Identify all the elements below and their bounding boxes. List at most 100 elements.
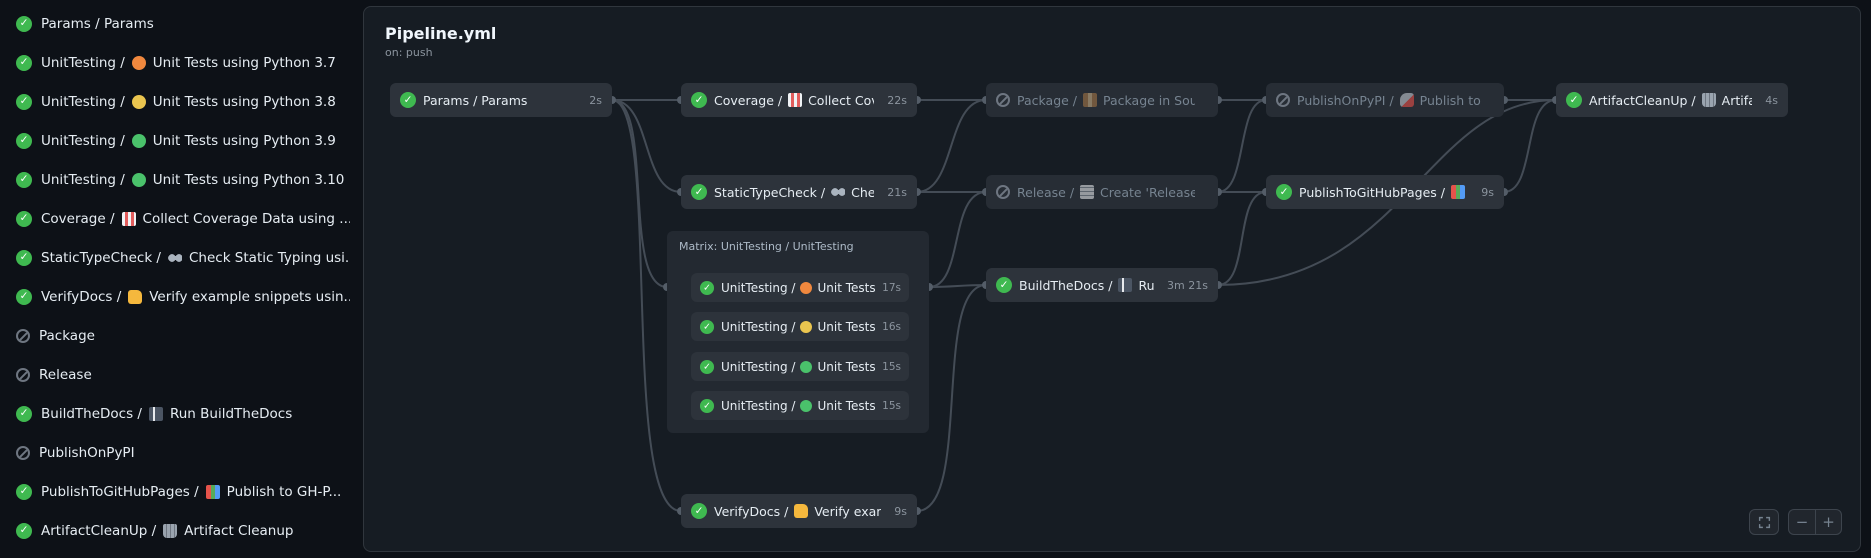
job-node-label: VerifyDocs /: [714, 503, 789, 519]
job-node-label: Release /: [1017, 184, 1075, 200]
success-status-icon: [1276, 184, 1292, 200]
zoom-in-button[interactable]: +: [1815, 509, 1842, 535]
sidebar-item-verifydocs[interactable]: VerifyDocs /Verify example snippets usin…: [0, 277, 360, 316]
job-label: Params / Params: [41, 15, 154, 32]
green-circle-icon: [800, 399, 813, 412]
thumbsup-icon: [128, 289, 143, 304]
rocket-icon: [1399, 93, 1414, 107]
sidebar-item-coverage[interactable]: Coverage /Collect Coverage Data using ..…: [0, 199, 360, 238]
job-node-release[interactable]: Release / Create 'Release Pa...: [986, 175, 1218, 209]
zoom-out-button[interactable]: −: [1788, 509, 1815, 535]
job-label: Package: [39, 327, 95, 344]
job-sublabel: Unit Tests using Python 3.10: [152, 171, 345, 188]
sidebar-item-publishtogithubpages[interactable]: PublishToGitHubPages /Publish to GH-P...: [0, 472, 360, 511]
job-sublabel: Artifact Cleanup: [184, 522, 294, 539]
success-status-icon: [400, 92, 416, 108]
job-node-package[interactable]: Package /Package in Source...: [986, 83, 1218, 117]
job-sublabel: Check Static Typing usi...: [188, 249, 350, 266]
job-label: UnitTesting /: [41, 171, 125, 188]
job-node-publishtogithubpages[interactable]: PublishToGitHubPages /P... 9s: [1266, 175, 1504, 209]
job-node-sublabel: Unit Tests u...: [817, 280, 876, 295]
fullscreen-button[interactable]: [1749, 509, 1779, 535]
job-sublabel: Publish to GH-P...: [226, 483, 342, 500]
job-node-sublabel: Create 'Release Pa...: [1100, 184, 1195, 200]
sidebar-item-unittesting-py310[interactable]: UnitTesting / Unit Tests using Python 3.1…: [0, 160, 360, 199]
workflow-title: Pipeline.yml: [385, 24, 497, 43]
job-node-sublabel: Unit Tests u...: [817, 359, 876, 374]
job-sublabel: Unit Tests using Python 3.9: [152, 132, 336, 149]
sidebar-item-publishonpypi[interactable]: PublishOnPyPI: [0, 433, 360, 472]
success-status-icon: [691, 184, 707, 200]
job-duration: 4s: [1765, 93, 1778, 107]
job-node-unittesting-py38[interactable]: UnitTesting /Unit Tests u... 16s: [691, 312, 909, 341]
job-node-statictypecheck[interactable]: StaticTypeCheck /Check ... 21s: [681, 175, 917, 209]
success-status-icon: [16, 288, 32, 305]
job-node-sublabel: Unit Tests u...: [817, 319, 876, 334]
sidebar-item-package[interactable]: Package: [0, 316, 360, 355]
job-node-sublabel: Publish to P...: [1419, 92, 1481, 108]
job-sublabel: Unit Tests using Python 3.8: [152, 93, 336, 110]
success-status-icon: [16, 483, 32, 500]
job-node-sublabel: Artifact ...: [1721, 92, 1753, 108]
trash-icon: [1701, 93, 1716, 107]
job-node-label: BuildTheDocs /: [1019, 277, 1113, 293]
sidebar-item-statictypecheck[interactable]: StaticTypeCheck /Check Static Typing usi…: [0, 238, 360, 277]
matrix-label: Matrix: UnitTesting / UnitTesting: [679, 240, 854, 253]
success-status-icon: [16, 405, 32, 422]
notebook-icon: [1118, 278, 1133, 292]
success-status-icon: [699, 280, 715, 295]
sidebar-item-params[interactable]: Params / Params: [0, 4, 360, 43]
job-node-label: UnitTesting /: [721, 280, 796, 295]
job-duration: 15s: [882, 360, 901, 373]
orange-circle-icon: [800, 281, 813, 294]
job-node-label: ArtifactCleanUp /: [1589, 92, 1696, 108]
job-label: Release: [39, 366, 92, 383]
success-status-icon: [691, 92, 707, 108]
job-node-buildthedocs[interactable]: BuildTheDocs /Run B... 3m 21s: [986, 268, 1218, 302]
job-label: ArtifactCleanUp /: [41, 522, 157, 539]
orange-circle-icon: [131, 55, 146, 70]
sidebar-item-unittesting-py38[interactable]: UnitTesting / Unit Tests using Python 3.8: [0, 82, 360, 121]
job-node-params[interactable]: Params / Params 2s: [390, 83, 612, 117]
job-node-artifactcleanup[interactable]: ArtifactCleanUp / Artifact ... 4s: [1556, 83, 1788, 117]
plus-icon: +: [1822, 513, 1835, 531]
sidebar-item-unittesting-py37[interactable]: UnitTesting /Unit Tests using Python 3.7: [0, 43, 360, 82]
job-label: Coverage /: [41, 210, 115, 227]
job-node-label: Package /: [1017, 92, 1077, 108]
success-status-icon: [996, 277, 1012, 293]
success-status-icon: [16, 522, 32, 539]
skipped-status-icon: [16, 445, 30, 460]
sidebar-item-buildthedocs[interactable]: BuildTheDocs /Run BuildTheDocs: [0, 394, 360, 433]
job-node-unittesting-py39[interactable]: UnitTesting / Unit Tests u... 15s: [691, 352, 909, 381]
job-duration: 17s: [882, 281, 901, 294]
job-node-label: PublishToGitHubPages /: [1299, 184, 1445, 200]
trash-icon: [163, 523, 178, 538]
yellow-circle-icon: [800, 320, 813, 333]
job-node-coverage[interactable]: Coverage /Collect Cover... 22s: [681, 83, 917, 117]
green-circle-icon: [131, 172, 146, 187]
job-duration: 16s: [882, 320, 901, 333]
job-duration: 9s: [894, 504, 907, 518]
skipped-status-icon: [996, 185, 1010, 199]
glasses-icon: [167, 252, 182, 263]
job-node-label: UnitTesting /: [721, 359, 796, 374]
job-node-unittesting-py37[interactable]: UnitTesting / Unit Tests u... 17s: [691, 273, 909, 302]
job-sublabel: Unit Tests using Python 3.7: [152, 54, 336, 71]
success-status-icon: [699, 398, 715, 413]
sidebar-item-unittesting-py39[interactable]: UnitTesting /Unit Tests using Python 3.9: [0, 121, 360, 160]
job-node-unittesting-py310[interactable]: UnitTesting /Unit Tests u... 15s: [691, 391, 909, 420]
job-node-publishonpypi[interactable]: PublishOnPyPI /Publish to P...: [1266, 83, 1504, 117]
books-icon: [205, 484, 220, 499]
job-duration: 9s: [1481, 185, 1494, 199]
yellow-circle-icon: [131, 94, 146, 109]
sidebar-item-release[interactable]: Release: [0, 355, 360, 394]
workflow-graph-canvas[interactable]: Pipeline.yml on: push Params / P: [363, 6, 1861, 552]
success-status-icon: [16, 54, 32, 71]
job-label: UnitTesting /: [41, 93, 125, 110]
books-icon: [1451, 185, 1465, 199]
job-label: VerifyDocs /: [41, 288, 122, 305]
sidebar-item-artifactcleanup[interactable]: ArtifactCleanUp / Artifact Cleanup: [0, 511, 360, 550]
success-status-icon: [16, 93, 32, 110]
job-node-verifydocs[interactable]: VerifyDocs /Verify exampl... 9s: [681, 494, 917, 528]
job-duration: 3m 21s: [1167, 278, 1208, 292]
